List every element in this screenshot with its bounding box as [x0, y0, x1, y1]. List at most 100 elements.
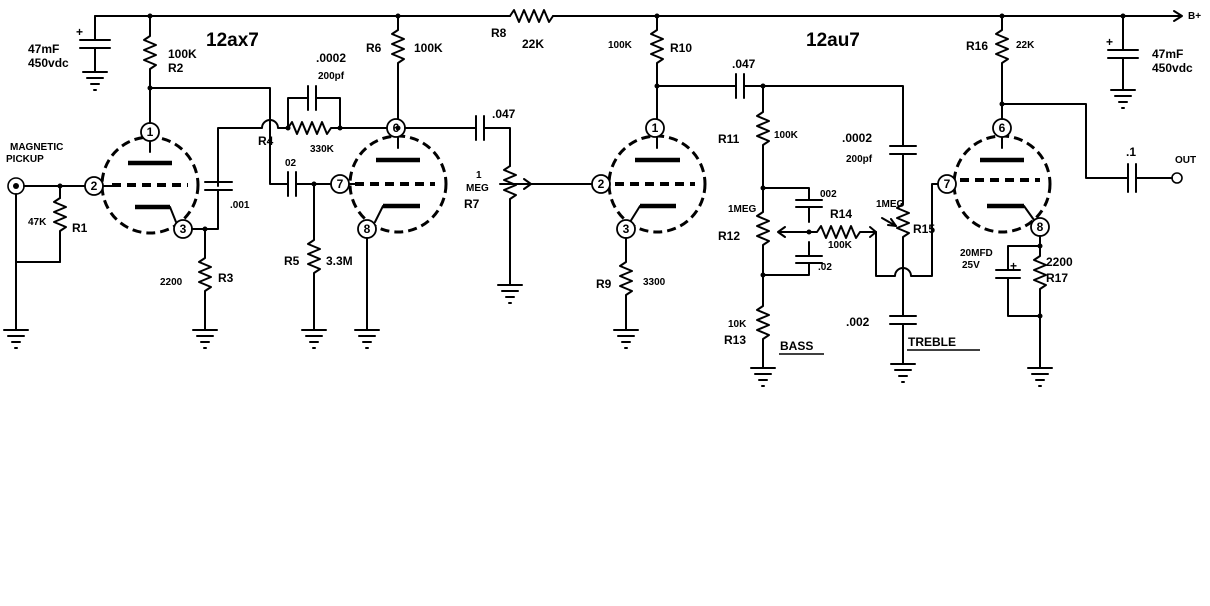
treble-capacitor-top: .0002 200pf	[842, 131, 917, 205]
output-jack[interactable]: OUT	[1171, 155, 1196, 184]
r14-value: 100K	[828, 240, 853, 251]
r10-value: 100K	[608, 40, 633, 51]
r7-value-b: MEG	[466, 183, 489, 194]
svg-text:7: 7	[337, 177, 344, 191]
svg-text:1: 1	[652, 121, 659, 135]
resistor-r13: 10K R13	[724, 274, 776, 387]
v1-plate-coupling	[149, 87, 289, 187]
r7-label: R7	[464, 197, 480, 211]
c0002-treble-value: .0002	[842, 131, 872, 145]
treble-wiper-routing: .002	[846, 183, 941, 383]
tube-v1-type: 12ax7	[206, 30, 259, 51]
svg-text:8: 8	[1037, 220, 1044, 234]
bass-capacitors: 002 .02	[760, 187, 837, 278]
c02-bass-value: .02	[818, 262, 832, 273]
resistor-r5: R5 3.3M	[284, 183, 353, 349]
r7-value-a: 1	[476, 170, 482, 181]
filter-capacitor-right: + 47mF 450vdc	[1106, 15, 1193, 109]
resistor-r10: 100K R10	[608, 15, 692, 120]
r17-value: 2200	[1046, 255, 1073, 269]
r12-label: R12	[718, 229, 740, 243]
polarity-plus: +	[76, 25, 83, 39]
r4-value: 330K	[310, 144, 335, 155]
r9-label: R9	[596, 277, 612, 291]
b-plus-label: B+	[1188, 11, 1201, 22]
r11-value: 100K	[774, 130, 799, 141]
svg-text:2: 2	[91, 179, 98, 193]
pin-1-v2: 1	[645, 118, 665, 138]
filter-capacitor-left: + 47mF 450vdc	[28, 15, 111, 91]
svg-text:3: 3	[623, 222, 630, 236]
c047a-value: .047	[492, 107, 516, 121]
r11-label: R11	[718, 132, 740, 146]
c047b-value: .047	[732, 57, 756, 71]
resistor-r4-feedback: R4 330K .0002 200pf	[258, 51, 389, 155]
r6-label: R6	[366, 41, 382, 55]
filter-left-value: 47mF	[28, 42, 59, 56]
r1-label: R1	[72, 221, 88, 235]
c20mfd-rating: 25V	[962, 260, 980, 271]
filter-left-rating: 450vdc	[28, 56, 69, 70]
r13-value: 10K	[728, 319, 747, 330]
output-capacitor: .1	[1001, 103, 1173, 193]
r12-value: 1MEG	[728, 204, 757, 215]
pin-8-v1: 8	[357, 219, 377, 239]
r6-value: 100K	[414, 41, 443, 55]
c001-value: .001	[230, 200, 250, 211]
r15-value: 1MEG	[876, 199, 905, 210]
r17-label: R17	[1046, 271, 1068, 285]
b-plus-rail: B+	[94, 10, 1201, 22]
pin-2-v1: 2	[84, 176, 104, 196]
v1b-cathode-ground	[354, 237, 380, 349]
c200pf-fb-value: 200pf	[318, 71, 345, 82]
resistor-r8: R8 22K	[491, 9, 554, 51]
capacitor-047-b: .047	[656, 57, 904, 147]
input-label-line1: MAGNETIC	[10, 142, 63, 153]
filter-right-value: 47mF	[1152, 47, 1183, 61]
pin-3-v1: 3	[173, 219, 193, 239]
c002-bass-value: 002	[820, 189, 837, 200]
pot-r7: 1 MEG R7	[464, 165, 595, 304]
resistor-r9: R9 3300	[596, 237, 666, 349]
pin-2-v2: 2	[591, 174, 611, 194]
cathode-bypass-network: + 20MFD 25V 2200 R17	[960, 235, 1073, 387]
r8-label: R8	[491, 26, 507, 40]
tube-v2-type: 12au7	[806, 30, 860, 51]
treble-label: TREBLE	[908, 335, 956, 349]
c02-value: 02	[285, 158, 297, 169]
input-jack: MAGNETIC PICKUP 47K R1	[3, 142, 89, 349]
tube-v1-section-a	[100, 135, 200, 235]
r13-label: R13	[724, 333, 746, 347]
c20mfd-value: 20MFD	[960, 248, 993, 259]
r3-label: R3	[218, 271, 234, 285]
r4-label: R4	[258, 134, 274, 148]
resistor-r6: R6 100K	[366, 15, 443, 120]
polarity-plus: +	[1106, 35, 1113, 49]
svg-text:3: 3	[180, 222, 187, 236]
r5-value: 3.3M	[326, 254, 353, 268]
c200pf-treble-value: 200pf	[846, 154, 873, 165]
pin-3-v2: 3	[616, 219, 636, 239]
resistor-r11: R11 100K	[718, 85, 799, 191]
capacitor-001: .001	[191, 181, 250, 232]
r2-label: R2	[168, 61, 184, 75]
r5-label: R5	[284, 254, 300, 268]
r3-value: 2200	[160, 277, 183, 288]
bass-label: BASS	[780, 339, 813, 353]
pin-6-v2: 6	[992, 118, 1012, 138]
out-label: OUT	[1175, 155, 1196, 166]
pot-r12-bass: 1MEG R12	[718, 187, 791, 276]
pin-1-v1: 1	[140, 122, 160, 142]
svg-text:7: 7	[944, 177, 951, 191]
r15-label: R15	[913, 222, 935, 236]
filter-right-rating: 450vdc	[1152, 61, 1193, 75]
svg-text:1: 1	[147, 125, 154, 139]
resistor-r3: 2200 R3	[160, 228, 234, 349]
r2-value: 100K	[168, 47, 197, 61]
input-label-line2: PICKUP	[6, 154, 44, 165]
r14-label: R14	[830, 207, 852, 221]
pin-7-v1: 7	[330, 174, 350, 194]
pot-r15-treble: 1MEG R15	[876, 199, 935, 279]
